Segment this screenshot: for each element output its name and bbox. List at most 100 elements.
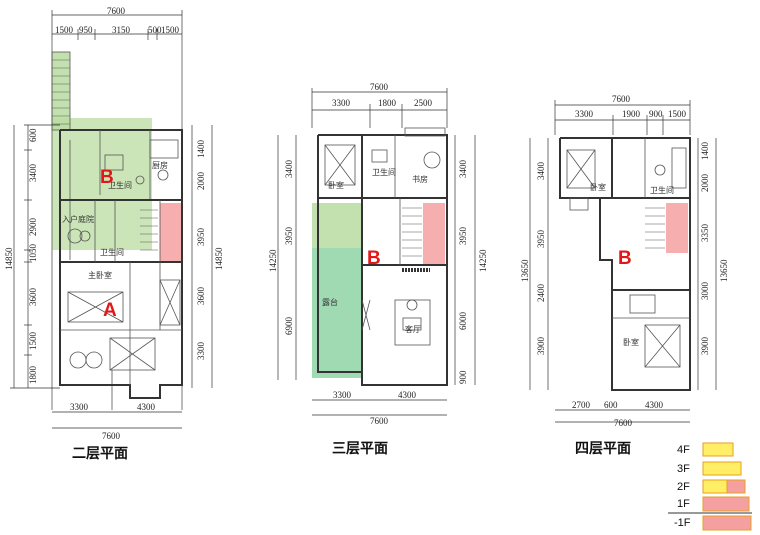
dim-top-seg: 3300 (332, 98, 351, 108)
plan-third-floor: 7600 3300 1800 2500 卧室 卫 (268, 82, 488, 457)
dim-right-seg: 3900 (700, 337, 710, 356)
green-zone-terrace (312, 248, 362, 378)
legend-level-label: 2F (677, 481, 690, 493)
marker-b: B (100, 167, 114, 188)
legend-block-2f-a (702, 479, 728, 494)
dim-right-seg: 3950 (458, 227, 468, 246)
legend-block-1f (702, 496, 750, 512)
plan-second-floor: 7600 1500 950 3150 500 1500 (4, 6, 224, 462)
legend-level-label: 3F (677, 463, 690, 475)
marker-a: A (103, 300, 117, 321)
dim-top-seg: 950 (79, 25, 93, 35)
dim-left-seg: 2900 (28, 218, 38, 237)
legend-block-b1f (702, 515, 752, 531)
dim-right-seg: 3000 (700, 282, 710, 301)
dim-left-total: 13650 (520, 259, 530, 282)
dim-right-seg: 6000 (458, 312, 468, 331)
room-label: 书房 (412, 174, 428, 184)
dim-left-seg: 3900 (536, 337, 546, 356)
dim-right-seg: 3400 (458, 160, 468, 179)
plan-fourth-floor: 7600 3300 1900 900 1500 卧室 卫生间 卧室 (520, 94, 729, 457)
dim-top-seg: 1800 (378, 98, 397, 108)
legend-level-label: 1F (677, 498, 690, 510)
dim-bottom-seg: 3300 (333, 390, 352, 400)
dim-top-total: 7600 (612, 94, 631, 104)
legend-block-3f (702, 461, 742, 476)
dim-bottom-total: 7600 (102, 431, 121, 441)
plan-title: 二层平面 (72, 446, 128, 462)
dim-bottom-seg: 3300 (70, 402, 89, 412)
dim-top-seg: 1500 (668, 109, 687, 119)
dim-right-total: 14250 (478, 249, 488, 272)
dim-right-seg: 2000 (700, 174, 710, 193)
dim-bottom-seg: 2700 (572, 400, 591, 410)
dim-top-total: 7600 (370, 82, 389, 92)
dim-right-total: 13650 (719, 259, 729, 282)
dim-top-seg: 1500 (55, 25, 74, 35)
dim-bottom-seg: 4300 (398, 390, 417, 400)
dim-top-seg: 3300 (575, 109, 594, 119)
dim-bottom-total: 7600 (370, 416, 389, 426)
dim-left-seg: 1500 (28, 332, 38, 351)
dim-top-seg: 1500 (161, 25, 180, 35)
room-label: 卫生间 (372, 167, 396, 177)
dim-left-seg: 3400 (28, 164, 38, 183)
room-label: 入户庭院 (62, 214, 94, 224)
plan-title: 三层平面 (332, 441, 388, 457)
room-label: 卫生间 (650, 185, 674, 195)
dim-bottom-seg: 4300 (645, 400, 664, 410)
pink-zone-core (666, 203, 688, 253)
room-label: 卫生间 (108, 180, 132, 190)
pink-zone-core (160, 203, 182, 263)
legend-level-label: 4F (677, 444, 690, 456)
room-label: 卧室 (328, 180, 344, 190)
room-label: 卫生间 (100, 247, 124, 257)
dim-left-seg: 3950 (284, 227, 294, 246)
dim-top-seg: 500 (148, 25, 162, 35)
dim-left-seg: 3600 (28, 288, 38, 307)
dim-bottom-total: 7600 (614, 418, 633, 428)
dim-left-total: 14250 (268, 249, 278, 272)
room-label: 厨房 (152, 160, 168, 170)
dim-bottom-seg: 4300 (137, 402, 156, 412)
dim-left-total: 14850 (4, 247, 14, 270)
green-zone-upper (312, 203, 362, 248)
dim-right-total: 14850 (214, 247, 224, 270)
green-zone-stair-ext (52, 52, 70, 130)
dim-left-seg: 600 (28, 128, 38, 142)
dim-right-seg: 3600 (196, 287, 206, 306)
dim-left-seg: 2400 (536, 284, 546, 303)
dim-top-total: 7600 (107, 6, 126, 16)
dim-left-seg: 3950 (536, 230, 546, 249)
legend-block-4f (702, 442, 734, 457)
dim-bottom-seg: 600 (604, 400, 618, 410)
dim-top-seg: 1900 (622, 109, 641, 119)
dim-top-seg: 2500 (414, 98, 433, 108)
dim-right-seg: 3300 (196, 342, 206, 361)
dim-left-seg: 1050 (28, 244, 38, 263)
plan-title: 四层平面 (575, 441, 631, 457)
dim-right-seg: 1400 (196, 140, 206, 159)
dim-left-seg: 3400 (284, 160, 294, 179)
room-label: 卧室 (590, 182, 606, 192)
room-label: 客厅 (405, 324, 421, 334)
dim-right-seg: 3350 (700, 224, 710, 243)
dim-right-seg: 2000 (196, 172, 206, 191)
dim-right-seg: 900 (458, 370, 468, 384)
dim-right-seg: 3950 (196, 228, 206, 247)
dim-top-seg: 900 (649, 109, 663, 119)
green-zone-terrace (52, 118, 152, 250)
legend-level-label: -1F (674, 517, 691, 529)
room-label: 露台 (322, 297, 338, 307)
dim-left-seg: 1800 (28, 366, 38, 385)
dim-right-seg: 1400 (700, 142, 710, 161)
room-label: 卧室 (623, 337, 639, 347)
dim-top-seg: 3150 (112, 25, 131, 35)
marker-b: B (367, 248, 381, 269)
pink-zone-core (423, 203, 445, 265)
marker-b: B (618, 248, 632, 269)
level-legend: 4F 3F 2F 1F -1F (668, 442, 752, 531)
dim-left-seg: 3400 (536, 162, 546, 181)
room-label: 主卧室 (88, 270, 112, 280)
